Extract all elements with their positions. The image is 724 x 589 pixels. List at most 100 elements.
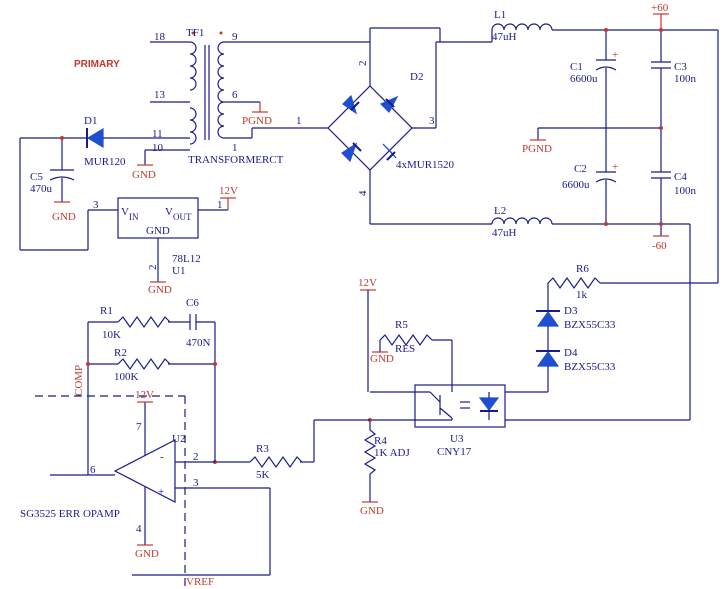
pin-label: 6 (90, 464, 96, 476)
c6-value: 470N (186, 337, 211, 349)
pgnd-symbol: PGND (522, 143, 552, 155)
r4-value: 1K ADJ (374, 447, 410, 459)
u1-value: 78L12 (172, 253, 201, 265)
primary-label: PRIMARY (74, 59, 120, 70)
u2-plus: + (158, 486, 164, 498)
d4-label: D4 (564, 347, 578, 359)
sg3525-label: SG3525 ERR OPAMP (20, 508, 120, 520)
resistor-r3 (249, 455, 303, 469)
u3-label: U3 (450, 433, 464, 445)
pin-label: 13 (154, 89, 166, 101)
pgnd-symbol: PGND (242, 115, 272, 127)
u1-vin: VIN (121, 206, 139, 222)
pin-label: 2 (193, 451, 199, 463)
r1-value: 10K (102, 329, 121, 341)
rail-neg60: -60 (652, 240, 667, 252)
u1-gnd-pin: GND (146, 225, 170, 237)
pin-label: 6 (232, 89, 238, 101)
inductor-l1 (491, 23, 553, 31)
d2-value: 4xMUR1520 (396, 159, 455, 171)
polarity-mark: + (612, 161, 618, 173)
u1-label: U1 (172, 265, 185, 277)
c4-label: C4 (674, 171, 687, 183)
pin-label: 3 (429, 115, 435, 127)
tf1-label: TF1 (186, 27, 204, 39)
pin-label: 1 (217, 199, 223, 211)
c3-value: 100n (674, 73, 697, 85)
pin-label: 10 (152, 142, 164, 154)
resistor-r4 (363, 429, 377, 475)
pin-label: 4 (357, 190, 369, 196)
polarity-mark: + (612, 49, 618, 61)
rail-12v: 12V (135, 389, 154, 401)
r4-label: R4 (374, 435, 387, 447)
r6-label: R6 (576, 263, 589, 275)
l1-value: 47uH (492, 31, 517, 43)
r2-label: R2 (114, 347, 127, 359)
zener-d3 (536, 310, 560, 327)
gnd-symbol: GND (148, 284, 172, 296)
pin-label: 2 (357, 61, 369, 67)
r5-value: RES (395, 343, 415, 355)
pin-label: 1 (296, 115, 302, 127)
c5-label: C5 (30, 171, 43, 183)
d3-value: BZX55C33 (564, 319, 616, 331)
gnd-symbol: GND (52, 211, 76, 223)
rail-12v: 12V (358, 277, 377, 289)
pin-label: 7 (136, 421, 142, 433)
u2-minus: - (160, 451, 164, 463)
resistor-r6 (547, 276, 601, 290)
gnd-symbol: GND (135, 548, 159, 560)
r6-value: 1k (576, 289, 588, 301)
r1-label: R1 (100, 305, 113, 317)
c6-label: C6 (186, 297, 199, 309)
d4-value: BZX55C33 (564, 361, 616, 373)
u3-value: CNY17 (437, 446, 472, 458)
l1-label: L1 (494, 9, 506, 21)
c2-value: 6600u (562, 179, 590, 191)
l2-value: 47uH (492, 227, 517, 239)
pin-label: 1 (232, 142, 238, 154)
optocoupler-u3 (414, 384, 506, 428)
pin-label: 9 (232, 31, 238, 43)
gnd-symbol: GND (360, 505, 384, 517)
resistor-r5 (379, 333, 433, 347)
c3-label: C3 (674, 61, 687, 73)
r2-value: 100K (114, 371, 139, 383)
gnd-symbol: GND (370, 353, 394, 365)
r3-label: R3 (256, 443, 269, 455)
c1-value: 6600u (570, 73, 598, 85)
u1-vout: VOUT (165, 206, 192, 222)
pin-label: 18 (154, 31, 166, 43)
zener-d4 (536, 350, 560, 367)
transformer-label: TRANSFORMERCT (188, 154, 284, 166)
l2-label: L2 (494, 205, 506, 217)
c1-label: C1 (570, 61, 583, 73)
d2-label: D2 (410, 71, 423, 83)
pin-label: 4 (136, 523, 142, 535)
inductor-l2 (491, 217, 553, 225)
d1-label: D1 (84, 115, 97, 127)
resistor-r1 (117, 315, 171, 329)
c4-value: 100n (674, 185, 697, 197)
d1-value: MUR120 (84, 156, 126, 168)
bridge-rectifier-d2 (327, 85, 413, 171)
r3-value: 5K (256, 469, 270, 481)
c5-value: 470u (30, 183, 53, 195)
r5-label: R5 (395, 319, 408, 331)
comp-net-label: COMP (73, 365, 85, 396)
transformer-tf1 (145, 31, 370, 151)
rail-pos60: +60 (651, 2, 669, 14)
diode-d1 (86, 127, 104, 149)
pin-label: 11 (152, 128, 163, 140)
rail-12v: 12V (219, 185, 238, 197)
vref-net-label: VREF (186, 576, 214, 588)
gnd-symbol: GND (132, 169, 156, 181)
d3-label: D3 (564, 305, 578, 317)
pin-label: 3 (93, 199, 99, 211)
c2-label: C2 (574, 163, 587, 175)
resistor-r2 (117, 357, 171, 371)
u2-label: U2 (172, 433, 185, 445)
pin-label: 2 (147, 265, 159, 271)
